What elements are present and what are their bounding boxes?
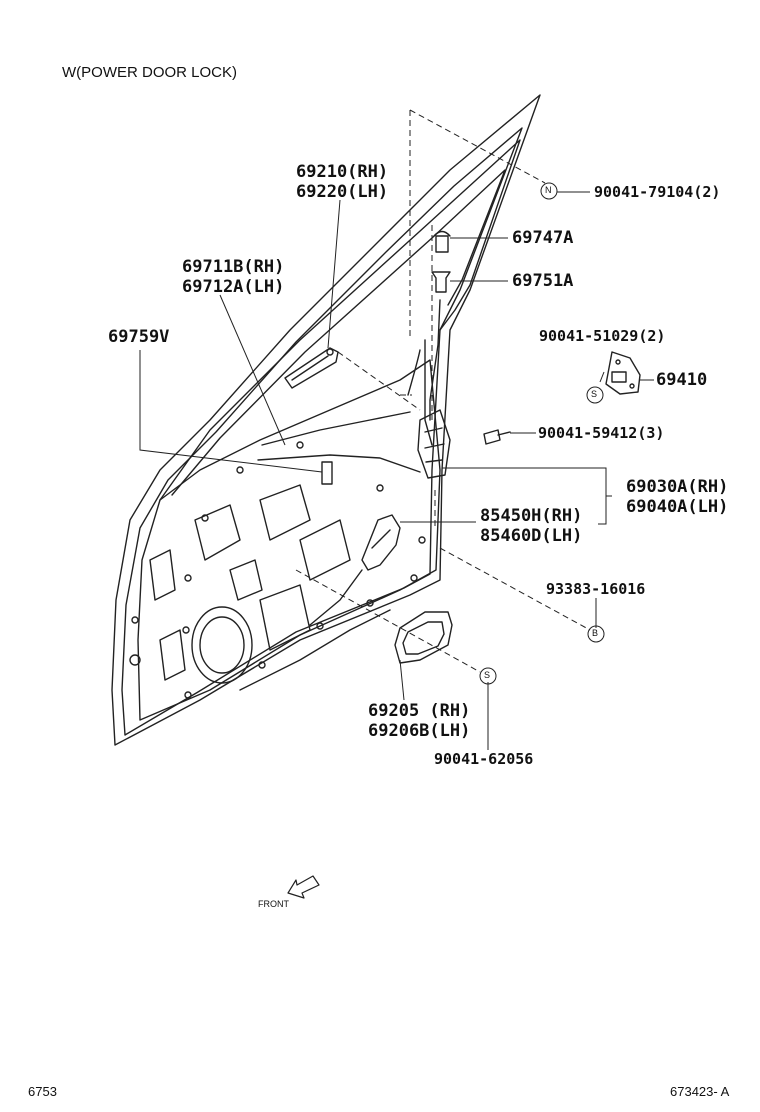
cable-line bbox=[257, 454, 421, 473]
grommet bbox=[431, 271, 451, 293]
marker-n: N bbox=[545, 185, 552, 195]
door-lock-assembly bbox=[417, 409, 451, 479]
outside-handle bbox=[284, 347, 339, 389]
label-actuator-rh: 85450H(RH) bbox=[480, 506, 583, 526]
marker-s-circle-1 bbox=[586, 386, 604, 404]
label-knob: 69747A bbox=[512, 228, 574, 248]
door-frame-outer bbox=[111, 94, 541, 746]
marker-b: B bbox=[592, 628, 599, 638]
label-handle-outside-lh: 69220(LH) bbox=[296, 182, 389, 202]
speaker-hole bbox=[191, 606, 253, 684]
inside-handle bbox=[394, 611, 453, 664]
door-frame-inner bbox=[121, 127, 523, 736]
marker-s-circle-2 bbox=[479, 667, 497, 685]
lock-screw bbox=[483, 429, 501, 445]
marker-s2: S bbox=[484, 670, 491, 680]
marker-b-circle bbox=[587, 625, 605, 643]
front-label: FRONT bbox=[258, 899, 289, 909]
label-lock-rh: 69030A(RH) bbox=[626, 477, 729, 497]
label-striker: 69410 bbox=[656, 370, 708, 390]
lock-knob bbox=[435, 235, 449, 253]
label-handle-inside-rh: 69205 (RH) bbox=[368, 701, 471, 721]
footer-figure-number: 673423- A bbox=[670, 1084, 730, 1099]
label-actuator-lh: 85460D(LH) bbox=[480, 526, 583, 546]
header-title: W(POWER DOOR LOCK) bbox=[62, 64, 237, 81]
front-arrow-icon bbox=[287, 875, 320, 899]
label-rod-rh: 69711B(RH) bbox=[182, 257, 285, 277]
label-cable: 69759V bbox=[108, 327, 170, 347]
footer-page-number: 6753 bbox=[28, 1084, 57, 1099]
marker-n-circle bbox=[540, 182, 558, 200]
label-clip-b: 93383-16016 bbox=[546, 580, 646, 598]
label-grommet: 69751A bbox=[512, 271, 574, 291]
door-lock-actuator bbox=[361, 514, 401, 571]
inner-panel bbox=[137, 359, 441, 721]
label-bolt-n: 90041-79104(2) bbox=[594, 183, 721, 201]
label-lock-lh: 69040A(LH) bbox=[626, 497, 729, 517]
label-rod-lh: 69712A(LH) bbox=[182, 277, 285, 297]
striker-plate bbox=[605, 351, 641, 395]
marker-s1: S bbox=[591, 389, 598, 399]
label-handle-inside-lh: 69206B(LH) bbox=[368, 721, 471, 741]
rod-line bbox=[261, 411, 411, 446]
window-frame bbox=[159, 139, 521, 501]
label-screw-s1: 90041-51029(2) bbox=[539, 327, 666, 345]
label-handle-outside-rh: 69210(RH) bbox=[296, 162, 389, 182]
label-screw-s2: 90041-62056 bbox=[434, 750, 534, 768]
label-lock-screw: 90041-59412(3) bbox=[538, 424, 665, 442]
